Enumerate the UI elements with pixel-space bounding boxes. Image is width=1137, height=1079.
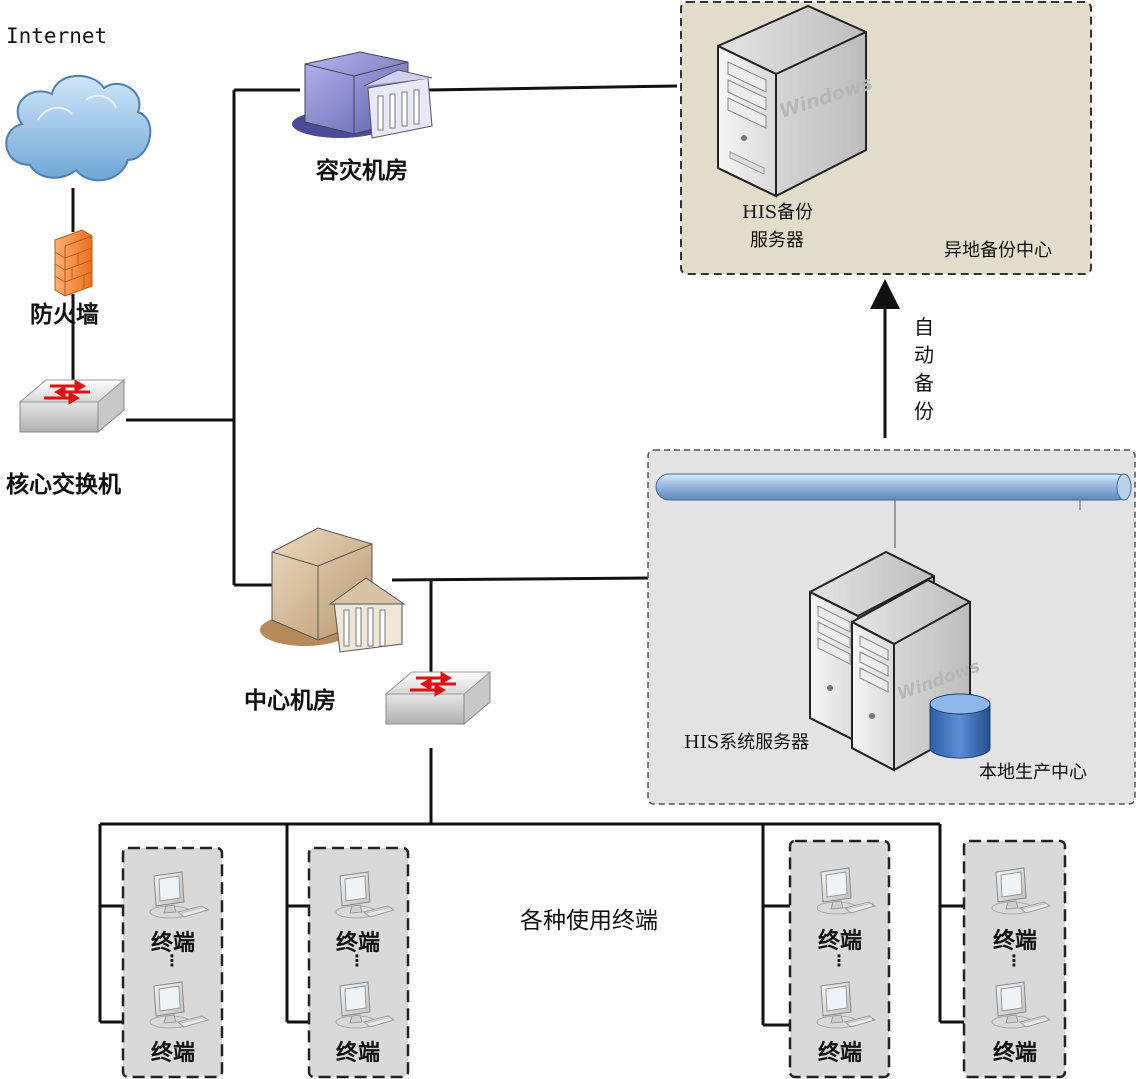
auto-backup-char-1: 自 <box>914 315 934 339</box>
core-switch-label: 核心交换机 <box>6 471 121 498</box>
auto-backup-label: 自 动 备 份 <box>914 315 934 423</box>
terminal-label: 终端 <box>151 1040 195 1066</box>
offsite-center-label: 异地备份中心 <box>944 240 1052 261</box>
ellipsis-dots: ⋮ <box>164 951 180 970</box>
local-production-center-label: 本地生产中心 <box>979 762 1087 783</box>
terminal-group-3: 终端 ⋮ 终端 <box>788 839 891 1079</box>
firewall-icon <box>54 229 93 297</box>
his-system-server-label: HIS系统服务器 <box>684 732 809 753</box>
dr-room-label: 容灾机房 <box>316 157 408 184</box>
ellipsis-dots: ⋮ <box>349 951 365 970</box>
internet-label: Internet <box>6 24 107 48</box>
his-backup-label-line1: HIS备份 <box>742 202 813 223</box>
auto-backup-char-3: 备 <box>914 371 934 395</box>
access-switch-icon <box>384 670 492 726</box>
his-backup-server-icon: Windows <box>717 4 875 198</box>
terminals-caption: 各种使用终端 <box>520 908 658 934</box>
terminal-label: 终端 <box>993 1040 1037 1066</box>
his-backup-label-line2: 服务器 <box>750 230 804 251</box>
center-room-building-icon <box>260 527 406 653</box>
terminal-group-1: 终端 ⋮ 终端 <box>121 846 224 1079</box>
terminal-label: 终端 <box>818 1040 862 1066</box>
ellipsis-dots: ⋮ <box>1006 951 1022 970</box>
terminal-label: 终端 <box>336 930 380 956</box>
ellipsis-dots: ⋮ <box>831 951 847 970</box>
terminal-label: 终端 <box>993 928 1037 954</box>
core-switch-icon <box>18 378 126 434</box>
database-icon <box>929 693 991 759</box>
terminal-label: 终端 <box>818 928 862 954</box>
cloud-icon <box>5 74 152 182</box>
auto-backup-char-4: 份 <box>914 399 934 423</box>
firewall-label: 防火墙 <box>30 301 99 328</box>
dr-room-building-icon <box>292 51 433 139</box>
terminal-group-4: 终端 ⋮ 终端 <box>962 839 1067 1079</box>
auto-backup-char-2: 动 <box>914 343 934 367</box>
terminal-group-2: 终端 ⋮ 终端 <box>307 846 410 1079</box>
network-bus-pipe <box>655 473 1132 501</box>
center-room-label: 中心机房 <box>244 687 336 714</box>
terminal-label: 终端 <box>151 930 195 956</box>
terminal-label: 终端 <box>336 1040 380 1066</box>
